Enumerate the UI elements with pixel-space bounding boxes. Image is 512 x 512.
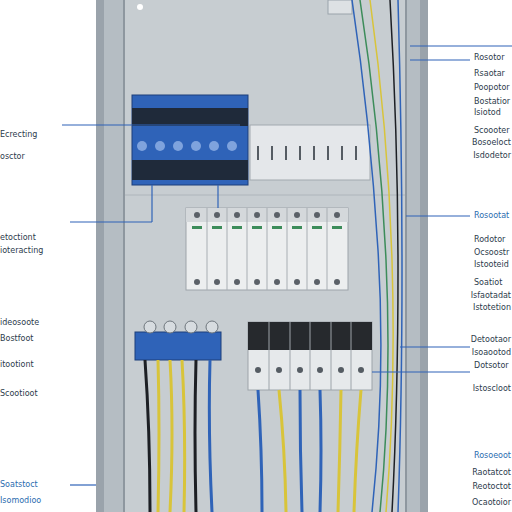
callout-label: Raotatcot	[472, 468, 511, 478]
breaker-row	[186, 208, 348, 290]
busbar	[135, 332, 221, 360]
callout-label: Rsaotar	[474, 69, 505, 79]
callout-label: Detootaor	[471, 335, 511, 345]
callout-label: Scootioot	[0, 389, 38, 399]
breaker-block	[132, 95, 248, 185]
breaker-dividers	[207, 208, 327, 290]
callout-label: Rosootat	[474, 211, 509, 221]
wire-bundle	[352, 0, 402, 512]
callout-label: Isomodioo	[0, 496, 41, 506]
callout-label: Rodotor	[474, 235, 505, 245]
terminal-pins	[258, 146, 356, 160]
knockout	[328, 0, 352, 14]
back-plate	[124, 0, 406, 512]
wires	[145, 360, 212, 512]
enclosure-frame	[104, 0, 420, 512]
callout-label: Bosoeloct	[472, 138, 511, 148]
callout-label: Istotetion	[473, 303, 511, 313]
breaker-terminals	[137, 141, 237, 151]
breaker-top	[132, 108, 248, 126]
breaker-dividers	[269, 322, 351, 390]
callout-label: Ocaotoior	[472, 498, 511, 508]
busbar-terminals	[144, 321, 218, 333]
callout-label: etoctiont	[0, 233, 36, 243]
breaker-indicators	[192, 226, 342, 229]
screw	[137, 4, 143, 10]
callout-label: Soatiot	[474, 278, 502, 288]
callout-label: Reotoctot	[472, 482, 511, 492]
callout-label: ioteracting	[0, 246, 43, 256]
breaker-screws	[194, 212, 340, 285]
breaker-screws	[255, 367, 364, 373]
callout-label: Poopotor	[474, 83, 510, 93]
callout-label: Isoaootod	[472, 348, 511, 358]
callout-label: Bostatior	[474, 97, 510, 107]
wires	[258, 390, 361, 512]
din-rail	[125, 195, 405, 196]
callout-label: Bostfoot	[0, 334, 33, 344]
callout-label: Ecrecting	[0, 130, 37, 140]
terminal-strip	[250, 125, 370, 180]
callout-label: Istooteid	[474, 260, 509, 270]
frame-edge	[123, 0, 125, 512]
callout-label: Istoscloot	[473, 384, 511, 394]
leader-lines	[62, 46, 512, 485]
frame-edge	[405, 0, 407, 512]
callout-label: Isiotod	[474, 108, 501, 118]
callout-label: Rosotor	[474, 53, 504, 63]
callout-label: Ocsoostr	[474, 248, 509, 258]
breaker-row	[248, 322, 372, 390]
callout-label: osctor	[0, 152, 25, 162]
callout-label: Soatstoct	[0, 480, 38, 490]
callout-label: ideosoote	[0, 318, 39, 328]
breaker-bottom	[132, 160, 248, 180]
callout-label: itootiont	[0, 360, 34, 370]
callout-label: Rosoeoot	[474, 451, 511, 461]
callout-label: Isdodetor	[473, 151, 511, 161]
callout-label: Dotsotor	[474, 361, 509, 371]
callout-label: Scoooter	[474, 126, 510, 136]
enclosure	[96, 0, 428, 512]
callout-label: Isfaotadat	[471, 291, 511, 301]
